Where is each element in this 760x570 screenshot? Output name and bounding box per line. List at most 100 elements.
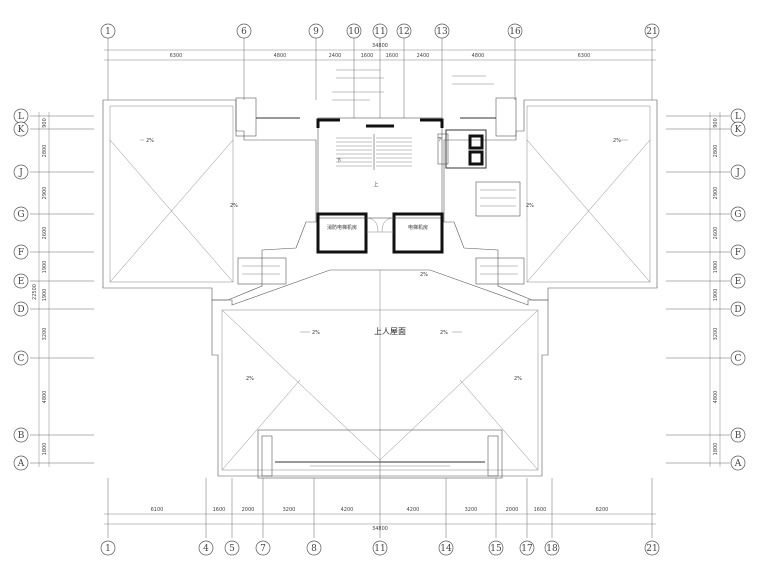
grid-label: 7 <box>260 544 266 554</box>
fire-elevator-room-label: 消防电梯机房 <box>327 224 357 231</box>
dim-text: 1900 <box>42 289 48 302</box>
dim-text: 3200 <box>465 507 478 513</box>
dimension-texts-top: 6300 4800 2400 1600 1600 2400 4800 6300 … <box>170 43 591 59</box>
dim-total: 34800 <box>372 43 388 49</box>
grid-label: F <box>735 248 741 258</box>
grid-bubble-right-D: D <box>730 301 746 317</box>
grid-label: K <box>18 125 25 135</box>
dim-text: 3200 <box>42 328 48 341</box>
grid-label: 21 <box>646 27 657 37</box>
grid-label: 14 <box>440 544 452 554</box>
grid-label: G <box>734 210 741 220</box>
dim-text: 3200 <box>713 328 719 341</box>
dim-text: 6200 <box>596 507 609 513</box>
grid-bubble-right-G: G <box>730 206 746 222</box>
grid-label: C <box>18 354 25 364</box>
grid-label: 17 <box>521 544 533 554</box>
grid-bubbles-bottom: 1 4 5 7 8 11 14 15 17 18 21 <box>100 540 660 556</box>
grid-bubble-right-L: L <box>730 108 746 124</box>
dim-text: 4800 <box>713 391 719 404</box>
dimension-texts-left: 900 2800 2900 2600 1900 1900 3200 4800 1… <box>32 118 48 455</box>
dimension-texts-bottom: 6100 1600 2000 3200 4200 4200 3200 2000 … <box>151 507 609 532</box>
dim-text: 2000 <box>242 507 255 513</box>
grid-label: 6 <box>241 27 247 37</box>
grid-bubble-right-C: C <box>730 350 746 366</box>
dim-text: 1600 <box>386 53 399 59</box>
dim-text: 2800 <box>42 145 48 158</box>
grid-bubble-bottom-11: 11 <box>372 540 388 556</box>
dim-text: 900 <box>42 118 48 128</box>
grid-bubble-right-B: B <box>730 427 746 443</box>
stair-up-label: 上 <box>373 181 378 188</box>
stair-core <box>316 117 444 254</box>
grid-label: E <box>18 277 25 287</box>
grid-bubble-left-A: A <box>13 455 29 471</box>
slope-text: 2% <box>420 272 428 278</box>
slope-text: 2% <box>514 376 522 382</box>
dim-text: 1600 <box>361 53 374 59</box>
dim-text: 1600 <box>213 507 226 513</box>
dim-text: 6300 <box>170 53 183 59</box>
grid-bubble-bottom-7: 7 <box>255 540 271 556</box>
grid-bubble-left-D: D <box>13 301 29 317</box>
dim-text: 900 <box>713 118 719 128</box>
grid-bubble-left-E: E <box>13 273 29 289</box>
grid-bubble-right-A: A <box>730 455 746 471</box>
area-labels: 上人屋面 消防电梯机房 电梯机房 上 下 下 <box>327 137 443 336</box>
dim-text: 2400 <box>417 53 430 59</box>
grid-label: B <box>18 431 25 441</box>
grid-label: 5 <box>229 544 235 554</box>
dim-text: 1900 <box>713 289 719 302</box>
grid-bubble-left-K: K <box>13 121 29 137</box>
grid-label: 8 <box>311 544 317 554</box>
dim-text: 2900 <box>42 187 48 200</box>
grid-bubble-bottom-15: 15 <box>488 540 504 556</box>
grid-label: 9 <box>313 27 319 37</box>
grid-label: 1 <box>105 27 111 37</box>
grid-label: 11 <box>374 27 385 37</box>
dim-text: 2000 <box>506 507 519 513</box>
grid-bubble-top-11: 11 <box>372 23 388 39</box>
grid-bubble-left-L: L <box>13 108 29 124</box>
dim-text: 2800 <box>713 145 719 158</box>
stair-treads <box>336 134 412 170</box>
note-blocks <box>242 69 518 275</box>
dim-text: 2400 <box>329 53 342 59</box>
slope-text: 2% <box>526 203 534 209</box>
grid-bubble-right-K: K <box>730 121 746 137</box>
grid-bubbles-right: L K J G F E D C B A <box>730 108 746 471</box>
grid-bubble-bottom-5: 5 <box>224 540 240 556</box>
grid-label: 10 <box>348 27 360 37</box>
grid-label: 11 <box>374 544 385 554</box>
slope-text: 2% <box>230 203 238 209</box>
grid-label: C <box>735 354 742 364</box>
grid-label: 1 <box>105 544 111 554</box>
grid-label: 4 <box>203 544 209 554</box>
grid-bubble-bottom-17: 17 <box>519 540 535 556</box>
duct-down-label: 下 <box>437 137 442 143</box>
grid-label: K <box>735 125 742 135</box>
dim-text: 6100 <box>151 507 164 513</box>
grid-bubble-left-C: C <box>13 350 29 366</box>
grid-label: A <box>17 459 25 469</box>
grid-bubbles-top: 1 6 9 10 11 12 13 16 21 <box>100 23 660 39</box>
dim-text: 1800 <box>42 443 48 456</box>
slope-text: 2% <box>246 376 254 382</box>
dim-text: 1800 <box>713 443 719 456</box>
dim-total: 34800 <box>372 526 388 532</box>
grid-label: J <box>735 168 740 178</box>
dim-text: 2900 <box>713 187 719 200</box>
grid-label: 15 <box>490 544 502 554</box>
dim-text: 4800 <box>274 53 287 59</box>
grid-label: L <box>18 112 24 122</box>
grid-bubble-bottom-8: 8 <box>306 540 322 556</box>
grid-bubble-top-10: 10 <box>346 23 362 39</box>
grid-label: F <box>18 248 24 258</box>
dim-text: 1900 <box>42 261 48 274</box>
grid-label: L <box>735 112 741 122</box>
grid-bubble-top-13: 13 <box>434 23 450 39</box>
dim-text: 4200 <box>407 507 420 513</box>
grid-bubble-bottom-21: 21 <box>644 540 660 556</box>
dim-text: 1900 <box>713 261 719 274</box>
slope-text: 2% <box>312 330 320 336</box>
